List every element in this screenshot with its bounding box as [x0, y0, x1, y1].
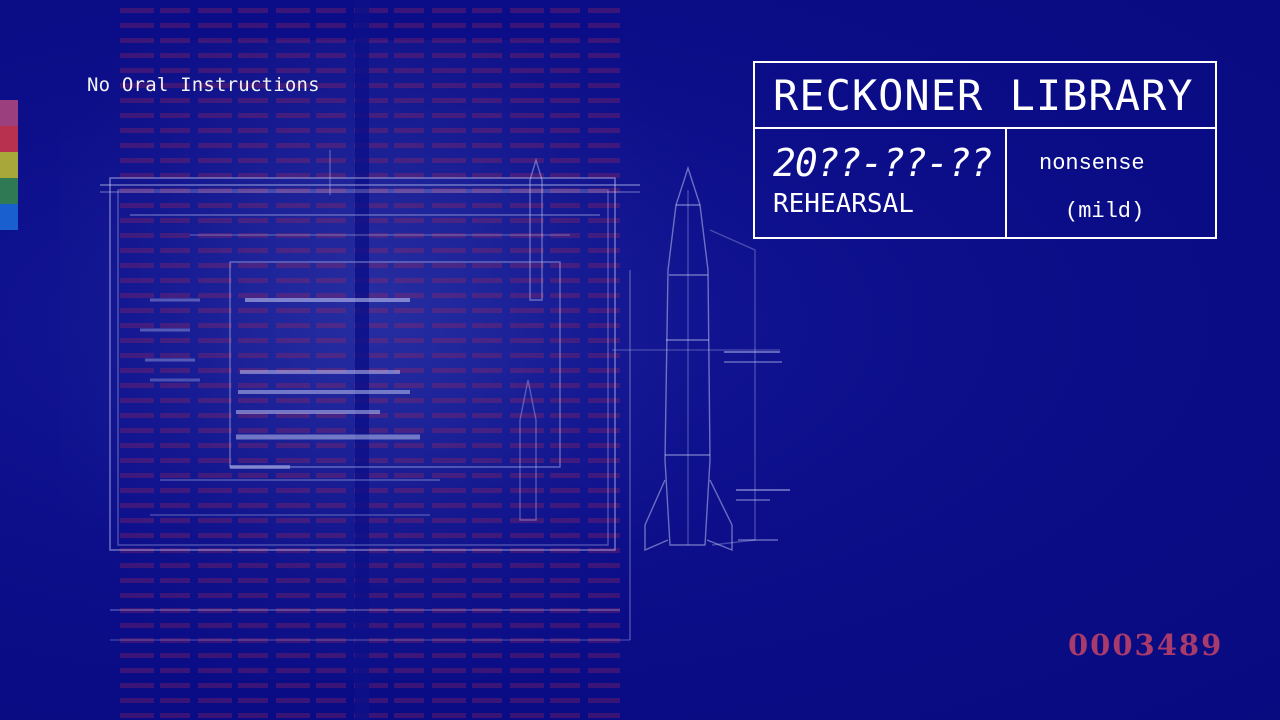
- color-swatch: [0, 100, 18, 126]
- color-swatch: [0, 178, 18, 204]
- blueprint-panel: [229, 261, 561, 468]
- title-card-details: 20??-??-?? REHEARSAL nonsense (mild): [755, 129, 1215, 237]
- title-card: RECKONER LIBRARY 20??-??-?? REHEARSAL no…: [753, 61, 1217, 239]
- blueprint-outer-frame: [109, 177, 616, 551]
- color-calibration-strip: [0, 100, 18, 230]
- paper-overlay: [60, 40, 680, 680]
- rating-qualifier: (mild): [1065, 199, 1145, 224]
- blueprint-inner-frame: [117, 189, 609, 546]
- instruction-note: No Oral Instructions: [87, 74, 320, 96]
- color-swatch: [0, 152, 18, 178]
- date-cell: 20??-??-?? REHEARSAL: [755, 129, 1007, 237]
- color-swatch: [0, 126, 18, 152]
- text-column-gap: [355, 0, 369, 720]
- frame-counter: 0003489: [1068, 628, 1224, 662]
- color-swatch: [0, 204, 18, 230]
- rating: nonsense: [1039, 151, 1145, 176]
- subtitle: REHEARSAL: [773, 189, 914, 219]
- rocket-icon: [612, 165, 780, 552]
- date: 20??-??-??: [773, 141, 993, 185]
- title: RECKONER LIBRARY: [755, 63, 1215, 129]
- rating-cell: nonsense (mild): [1007, 129, 1215, 237]
- typewriter-text-background: [120, 8, 620, 720]
